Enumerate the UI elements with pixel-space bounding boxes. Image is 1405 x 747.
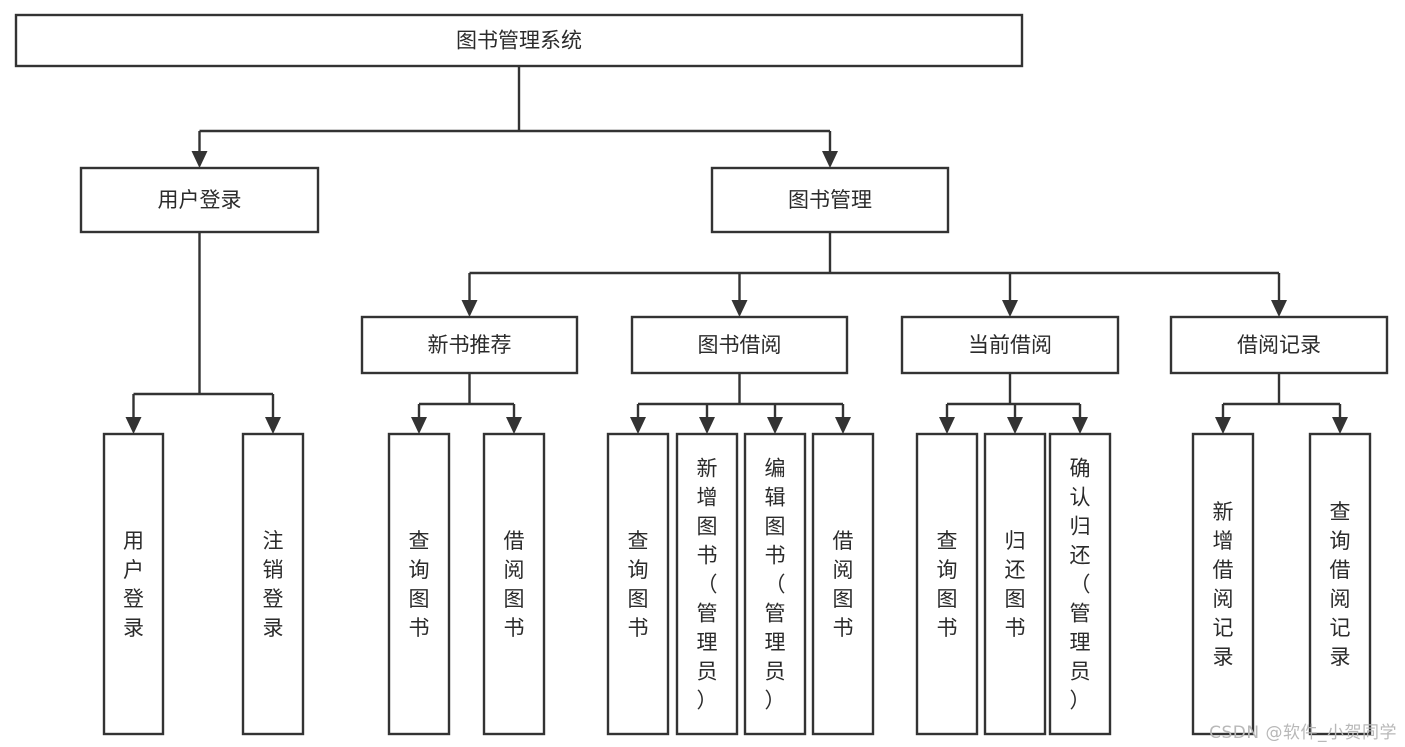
node-box	[1191, 432, 1255, 736]
node-box	[811, 432, 875, 736]
level2-node-用户登录[interactable]: 用户登录	[79, 166, 320, 234]
leaf-node-归还图书[interactable]: 归还图书	[983, 432, 1047, 736]
leaf-node-用户登录[interactable]: 用户登录	[102, 432, 165, 736]
node-box	[1169, 315, 1389, 375]
node-box	[675, 432, 739, 736]
node-box	[606, 432, 670, 736]
node-label: 查询图书	[628, 529, 649, 640]
level3-node-新书推荐[interactable]: 新书推荐	[360, 315, 579, 375]
leaf-node-查询借阅记录[interactable]: 查询借阅记录	[1308, 432, 1372, 736]
arrow-head	[939, 417, 955, 434]
node-layer: 图书管理系统用户登录图书管理新书推荐图书借阅当前借阅借阅记录用户登录注销登录查询…	[14, 13, 1389, 736]
node-box	[241, 432, 305, 736]
node-label: 新书推荐	[428, 333, 512, 357]
arrow-head	[411, 417, 427, 434]
node-label: 查询借阅记录	[1330, 500, 1351, 669]
level3-node-当前借阅[interactable]: 当前借阅	[900, 315, 1120, 375]
node-box	[630, 315, 849, 375]
node-box	[387, 432, 451, 736]
level3-node-图书借阅[interactable]: 图书借阅	[630, 315, 849, 375]
leaf-node-编辑图书管理员[interactable]: 编辑图书（管理员）	[743, 432, 807, 736]
node-label: 编辑图书（管理员）	[765, 457, 786, 713]
root-node-图书管理系统[interactable]: 图书管理系统	[14, 13, 1024, 68]
leaf-node-查询图书[interactable]: 查询图书	[606, 432, 670, 736]
node-label: 图书借阅	[698, 333, 782, 357]
node-label: 当前借阅	[968, 333, 1052, 357]
node-box	[900, 315, 1120, 375]
node-box	[1048, 432, 1112, 736]
leaf-node-新增借阅记录[interactable]: 新增借阅记录	[1191, 432, 1255, 736]
node-box	[1308, 432, 1372, 736]
arrow-head	[767, 417, 783, 434]
arrow-head	[822, 151, 838, 168]
node-label: 用户登录	[158, 188, 242, 212]
arrow-head	[1332, 417, 1348, 434]
node-box	[915, 432, 979, 736]
leaf-node-注销登录[interactable]: 注销登录	[241, 432, 305, 736]
node-label: 借阅记录	[1237, 333, 1321, 357]
node-label: 注销登录	[263, 529, 284, 640]
arrow-head	[1007, 417, 1023, 434]
arrow-head	[1215, 417, 1231, 434]
node-label: 归还图书	[1005, 529, 1026, 640]
node-box	[102, 432, 165, 736]
arrow-head	[191, 151, 208, 168]
arrow-head	[265, 417, 281, 434]
arrow-head	[630, 417, 646, 434]
leaf-node-确认归还管理员[interactable]: 确认归还（管理员）	[1048, 432, 1112, 736]
arrow-head	[506, 417, 522, 434]
arrow-head	[1072, 417, 1088, 434]
node-label: 图书管理	[788, 188, 872, 212]
node-label: 确认归还（管理员）	[1070, 457, 1091, 713]
node-label: 查询图书	[937, 529, 958, 640]
arrow-head	[731, 300, 748, 317]
node-label: 新增借阅记录	[1213, 500, 1234, 669]
node-label: 图书管理系统	[456, 29, 582, 53]
node-label: 查询图书	[409, 529, 430, 640]
connector-layer	[125, 66, 1348, 434]
arrow-head	[125, 417, 142, 434]
arrow-head	[699, 417, 715, 434]
node-box	[14, 13, 1024, 68]
leaf-node-借阅图书[interactable]: 借阅图书	[811, 432, 875, 736]
leaf-node-新增图书管理员[interactable]: 新增图书（管理员）	[675, 432, 739, 736]
node-box	[360, 315, 579, 375]
arrow-head	[1271, 300, 1287, 317]
leaf-node-查询图书[interactable]: 查询图书	[915, 432, 979, 736]
node-label: 新增图书（管理员）	[697, 457, 718, 713]
node-box	[743, 432, 807, 736]
leaf-node-借阅图书[interactable]: 借阅图书	[482, 432, 546, 736]
level3-node-借阅记录[interactable]: 借阅记录	[1169, 315, 1389, 375]
arrow-head	[1002, 300, 1018, 317]
node-box	[983, 432, 1047, 736]
leaf-node-查询图书[interactable]: 查询图书	[387, 432, 451, 736]
arrow-head	[835, 417, 851, 434]
node-box	[79, 166, 320, 234]
node-label: 借阅图书	[504, 529, 525, 640]
node-label: 用户登录	[123, 529, 144, 640]
arrow-head	[461, 300, 478, 317]
node-label: 借阅图书	[833, 529, 854, 640]
level2-node-图书管理[interactable]: 图书管理	[710, 166, 950, 234]
node-box	[710, 166, 950, 234]
node-box	[482, 432, 546, 736]
